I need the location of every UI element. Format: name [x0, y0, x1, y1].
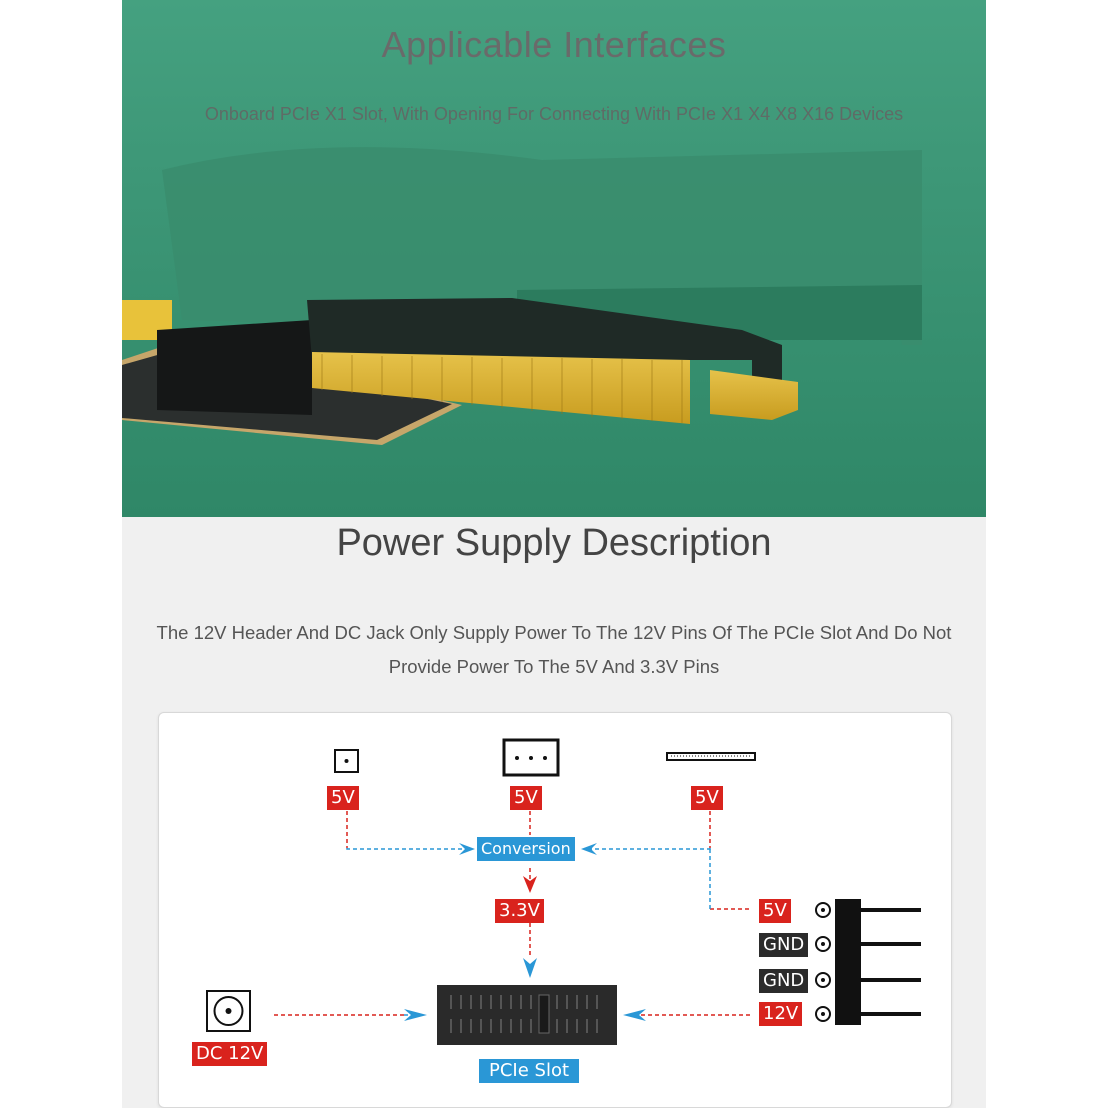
dc-12v-label: DC 12V [192, 1042, 268, 1066]
section-title: Power Supply Description [336, 522, 772, 564]
diagram-lines [206, 738, 921, 1045]
pin-label-12v: 12V [759, 1002, 803, 1026]
pin-label-gnd-1: GND [759, 933, 809, 957]
pcie-slot-shape [437, 985, 617, 1045]
power-diagram: 5V 5V 5V Conversion 3.3V 5V GND GND 12V … [158, 712, 952, 1108]
power-description: The 12V Header And DC Jack Only Supply P… [122, 616, 986, 684]
pcie-slot-label: PCIe Slot [479, 1059, 580, 1083]
four-pin-header-icon [835, 899, 861, 1025]
power-description-line1: The 12V Header And DC Jack Only Supply P… [156, 622, 952, 643]
pin-label-gnd-2: GND [759, 969, 809, 993]
label-5v-connector: 5V [510, 786, 542, 810]
conversion-label: Conversion [477, 837, 575, 861]
pin-label-5v: 5V [759, 899, 791, 923]
power-description-line2: Provide Power To The 5V And 3.3V Pins [388, 656, 720, 677]
hero-banner: Applicable Interfaces Onboard PCIe X1 Sl… [122, 0, 986, 517]
hero-title: Applicable Interfaces [381, 24, 727, 65]
label-5v-jumper: 5V [327, 786, 359, 810]
label-5v-fpc: 5V [691, 786, 723, 810]
pcie-board-photo [122, 0, 986, 517]
hero-subtitle: Onboard PCIe X1 Slot, With Opening For C… [204, 104, 904, 124]
label-3v3: 3.3V [495, 899, 544, 923]
